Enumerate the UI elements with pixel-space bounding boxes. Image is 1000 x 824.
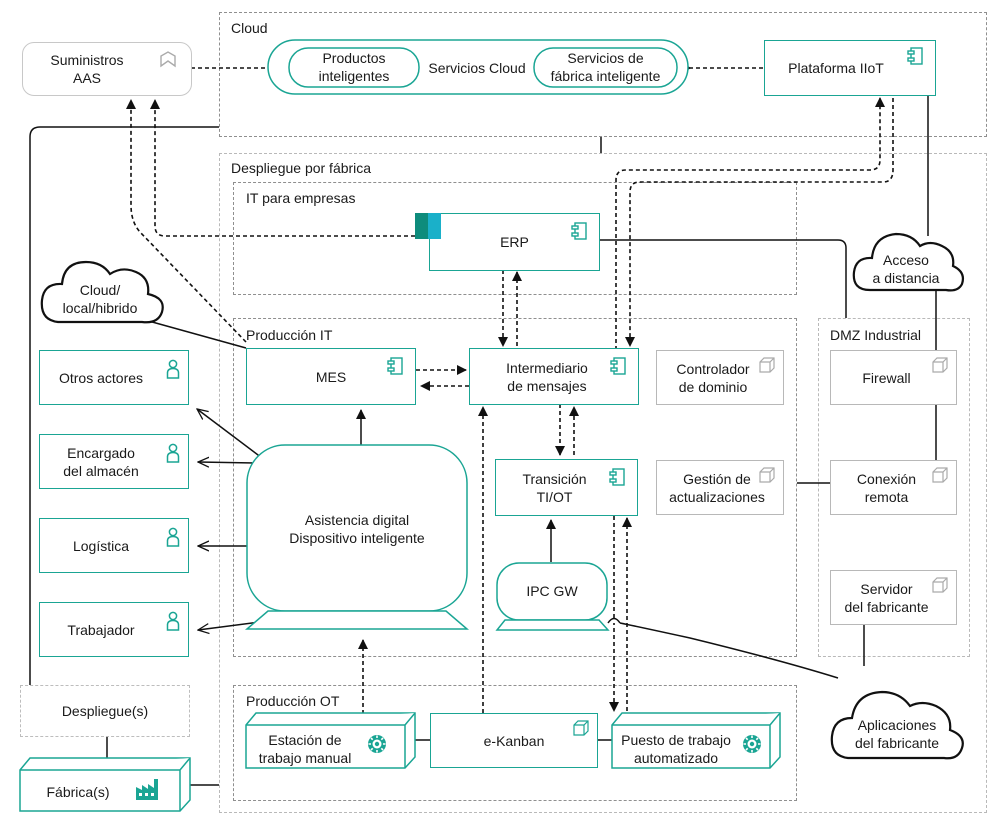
device-cube-icon: [759, 357, 775, 373]
erp-box[interactable]: ERP: [429, 213, 600, 271]
component-icon: [610, 357, 626, 375]
manual-station-shape: [245, 712, 416, 769]
ekanban-label: e-Kanban: [483, 732, 545, 749]
component-icon: [907, 47, 923, 65]
updates-management-label: Gestión de actualizaciones: [669, 470, 765, 505]
iiot-platform-box[interactable]: Plataforma IIoT: [764, 40, 936, 96]
ipc-gw-shape: [495, 562, 610, 631]
aas-supply-label: Suministros AAS: [50, 52, 124, 86]
it-ot-transition-label: Transición TI/OT: [522, 470, 587, 505]
mes-label: MES: [315, 368, 347, 385]
warehouse-label: Encargado del almacén: [63, 444, 139, 479]
person-icon: [166, 611, 180, 631]
production-it-zone-label: Producción IT: [244, 327, 335, 343]
firewall-box[interactable]: Firewall: [830, 350, 957, 405]
erp-label: ERP: [500, 234, 529, 250]
firewall-label: Firewall: [862, 369, 911, 386]
remote-connection-box[interactable]: Conexión remota: [830, 460, 957, 515]
worker-box[interactable]: Trabajador: [39, 602, 189, 657]
production-ot-zone: [233, 685, 797, 801]
cloud-shape-hybrid: [40, 260, 164, 324]
cloud-shape-vendor: [830, 690, 964, 760]
factory-zone: [219, 153, 987, 813]
gear-icon: [368, 735, 386, 753]
smart-factory-label: Servicios de fábrica inteligente: [550, 50, 661, 84]
warehouse-box[interactable]: Encargado del almacén: [39, 434, 189, 489]
other-actors-label: Otros actores: [58, 369, 144, 386]
auto-station-shape: [611, 712, 781, 769]
cloud-zone-label: Cloud: [229, 20, 270, 36]
domain-controller-label: Controlador de dominio: [676, 360, 750, 395]
cloud-services-label: Servicios Cloud: [428, 60, 526, 76]
supply-tag-icon: [160, 51, 176, 68]
deployments-box[interactable]: Despliegue(s): [20, 685, 190, 737]
ekanban-box[interactable]: e-Kanban: [430, 713, 598, 768]
dmz-zone-label: DMZ Industrial: [828, 327, 924, 343]
production-ot-zone-label: Producción OT: [244, 693, 342, 709]
remote-connection-label: Conexión remota: [856, 470, 917, 505]
updates-management-box[interactable]: Gestión de actualizaciones: [656, 460, 784, 515]
device-cube-icon: [932, 577, 948, 593]
hybrid-cloud-label: Cloud/ local/hibrido: [62, 282, 138, 316]
mes-box[interactable]: MES: [246, 348, 416, 405]
message-broker-box[interactable]: Intermediario de mensajes: [469, 348, 639, 405]
vendor-apps-label: Aplicaciones del fabricante: [854, 717, 940, 751]
component-icon: [387, 357, 403, 375]
message-broker-label: Intermediario de mensajes: [506, 359, 588, 394]
cloud-zone: [219, 12, 987, 137]
person-icon: [166, 359, 180, 379]
it-enterprise-zone: [233, 182, 797, 295]
it-enterprise-zone-label: IT para empresas: [244, 190, 358, 206]
device-cube-icon: [573, 720, 589, 736]
device-cube-icon: [932, 357, 948, 373]
logistics-label: Logística: [72, 537, 130, 554]
smart-products-label: Productos inteligentes: [318, 50, 390, 84]
ipc-gw-label[interactable]: IPC GW: [526, 583, 578, 599]
aas-supply-box[interactable]: Suministros AAS: [22, 42, 192, 96]
component-icon: [571, 222, 587, 240]
factory-zone-label: Despliegue por fábrica: [229, 160, 374, 176]
factories-label[interactable]: Fábrica(s): [46, 784, 110, 800]
erp-port-tab: [415, 213, 441, 239]
other-actors-box[interactable]: Otros actores: [39, 350, 189, 405]
component-icon: [609, 468, 625, 486]
logistics-box[interactable]: Logística: [39, 518, 189, 573]
vendor-server-box[interactable]: Servidor del fabricante: [830, 570, 957, 625]
deployments-label: Despliegue(s): [61, 703, 149, 719]
iiot-platform-label: Plataforma IIoT: [788, 60, 884, 76]
it-ot-transition-box[interactable]: Transición TI/OT: [495, 459, 638, 516]
factory-icon: [136, 779, 158, 800]
remote-access-label: Acceso a distancia: [872, 252, 940, 286]
digital-assistance-label[interactable]: Asistencia digital Dispositivo inteligen…: [289, 512, 425, 546]
vendor-server-label: Servidor del fabricante: [844, 580, 929, 615]
device-cube-icon: [759, 467, 775, 483]
dmz-zone: [818, 318, 970, 657]
cloud-shape-remote: [852, 232, 965, 292]
person-icon: [166, 527, 180, 547]
manual-station-label[interactable]: Estación de trabajo manual: [258, 732, 352, 766]
cloud-services-pill: [267, 39, 689, 95]
worker-label: Trabajador: [67, 621, 135, 638]
person-icon: [166, 443, 180, 463]
auto-station-label[interactable]: Puesto de trabajo automatizado: [621, 732, 731, 766]
gear-icon: [743, 735, 761, 753]
device-cube-icon: [932, 467, 948, 483]
digital-assistance-shape: [244, 444, 470, 630]
production-it-zone: [233, 318, 797, 657]
domain-controller-box[interactable]: Controlador de dominio: [656, 350, 784, 405]
